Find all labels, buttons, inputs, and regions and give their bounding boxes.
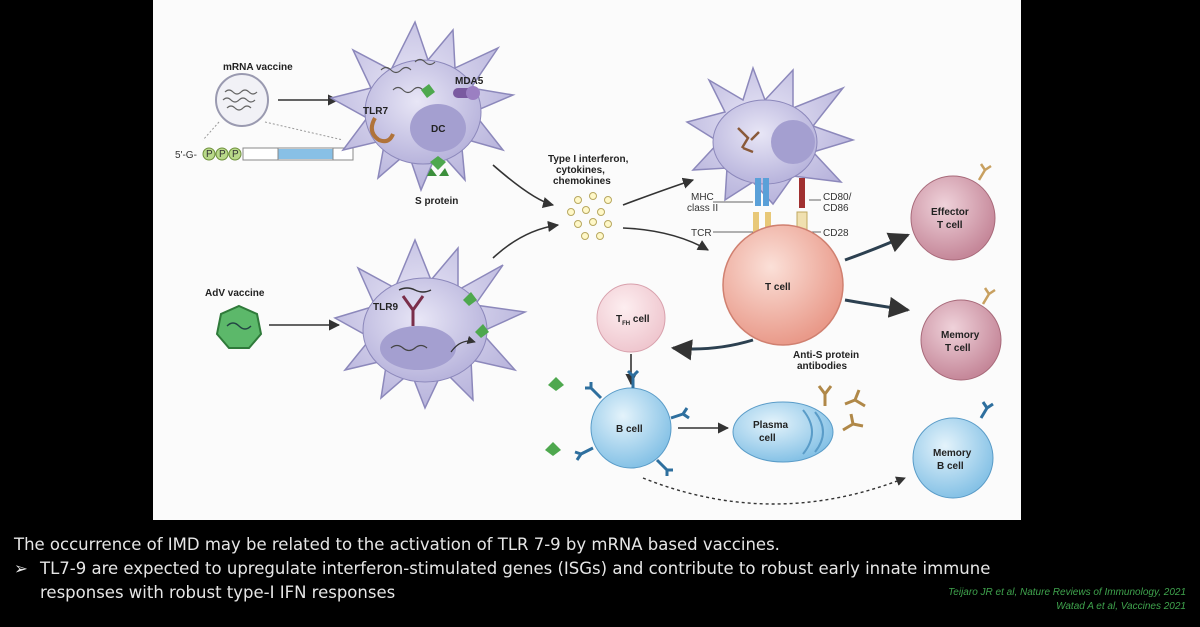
svg-text:B cell: B cell <box>937 461 964 472</box>
svg-text:T cell: T cell <box>937 220 963 231</box>
dendritic-cell: TLR7 MDA5 DC S protein <box>328 20 516 207</box>
nucleus <box>380 326 456 370</box>
mhc-tcr-complex: MHC class II TCR <box>687 178 771 240</box>
antibody-icon <box>817 385 866 432</box>
caption-bullet: ➢ TL7-9 are expected to upregulate interf… <box>14 557 1194 581</box>
tlr7-label: TLR7 <box>363 106 388 117</box>
svg-text:chemokines: chemokines <box>553 176 611 187</box>
svg-text:Memory: Memory <box>941 330 980 341</box>
svg-text:CD86: CD86 <box>823 203 849 214</box>
tlr9-label: TLR9 <box>373 302 398 313</box>
svg-text:Plasma: Plasma <box>753 420 788 431</box>
effector-t-cell: Effector T cell <box>910 163 996 261</box>
svg-text:class II: class II <box>687 203 718 214</box>
mrna-lipid-nanoparticle-icon <box>215 73 269 127</box>
svg-text:P: P <box>232 149 239 160</box>
adv-vaccine-label: AdV vaccine <box>205 288 265 299</box>
t-cell: T cell <box>722 224 844 346</box>
t-cell-label: T cell <box>765 282 791 293</box>
nucleus <box>410 104 466 152</box>
svg-text:cytokines,: cytokines, <box>556 165 605 176</box>
caption: The occurrence of IMD may be related to … <box>14 533 1194 605</box>
b-cell: B cell <box>574 369 690 476</box>
svg-text:MHC: MHC <box>691 192 714 203</box>
phosphate-icon <box>202 147 216 161</box>
coding-region <box>278 149 333 159</box>
diagram-panel <box>153 0 1021 520</box>
reference-2: Watad A et al, Vaccines 2021 <box>1056 601 1186 612</box>
dc-label: DC <box>431 124 445 135</box>
svg-text:P: P <box>219 149 226 160</box>
adv-vaccine: AdV vaccine <box>205 288 265 349</box>
nucleus <box>771 120 815 164</box>
mda5-label: MDA5 <box>455 76 484 87</box>
dendritic-cell-adv: TLR9 <box>333 238 528 410</box>
cd28-label: CD28 <box>823 228 849 239</box>
mrna-vaccine: mRNA vaccine 5'-G- P P P <box>175 62 354 161</box>
bullet-arrow-icon: ➢ <box>14 559 28 578</box>
memory-t-cell: Memory T cell <box>920 287 1002 381</box>
memory-b-cell: Memory B cell <box>912 401 994 499</box>
tcr-label: TCR <box>691 228 712 239</box>
tfh-cell: TFH cell <box>596 283 666 353</box>
caption-line-2: TL7-9 are expected to upregulate interfe… <box>40 559 991 578</box>
adenovirus-icon <box>215 304 263 349</box>
caption-line-3: responses with robust type-I IFN respons… <box>40 583 396 602</box>
svg-text:Effector: Effector <box>931 207 969 218</box>
tfh-cell-label: TFH cell <box>616 314 650 327</box>
cytokines: Type I interferon, cytokines, chemokines <box>548 154 629 240</box>
svg-text:Memory: Memory <box>933 448 972 459</box>
antigen-presenting-cell <box>685 65 856 206</box>
svg-text:T cell: T cell <box>945 343 971 354</box>
s-protein-icon <box>427 156 449 176</box>
phosphate-icon <box>228 147 242 161</box>
five-prime-label: 5'-G- <box>175 150 197 161</box>
immune-diagram: mRNA vaccine 5'-G- P P P TLR7 MDA5 DC <box>175 20 1002 505</box>
anti-s-label: Anti-S protein <box>793 350 859 361</box>
b-cell-label: B cell <box>616 424 643 435</box>
references: Teijaro JR et al, Nature Reviews of Immu… <box>948 586 1186 614</box>
svg-text:Type I interferon,: Type I interferon, <box>548 154 629 165</box>
svg-text:P: P <box>206 149 213 160</box>
svg-text:antibodies: antibodies <box>797 361 847 372</box>
mrna-vaccine-label: mRNA vaccine <box>223 62 293 73</box>
reference-1: Teijaro JR et al, Nature Reviews of Immu… <box>948 587 1186 598</box>
caption-line-1: The occurrence of IMD may be related to … <box>14 535 780 554</box>
plasma-cell: Plasma cell <box>732 401 834 463</box>
phosphate-icon <box>215 147 229 161</box>
svg-text:CD80/: CD80/ <box>823 192 852 203</box>
s-protein-label: S protein <box>415 196 458 207</box>
svg-text:cell: cell <box>759 433 776 444</box>
s-protein-bound-icon <box>545 377 564 456</box>
